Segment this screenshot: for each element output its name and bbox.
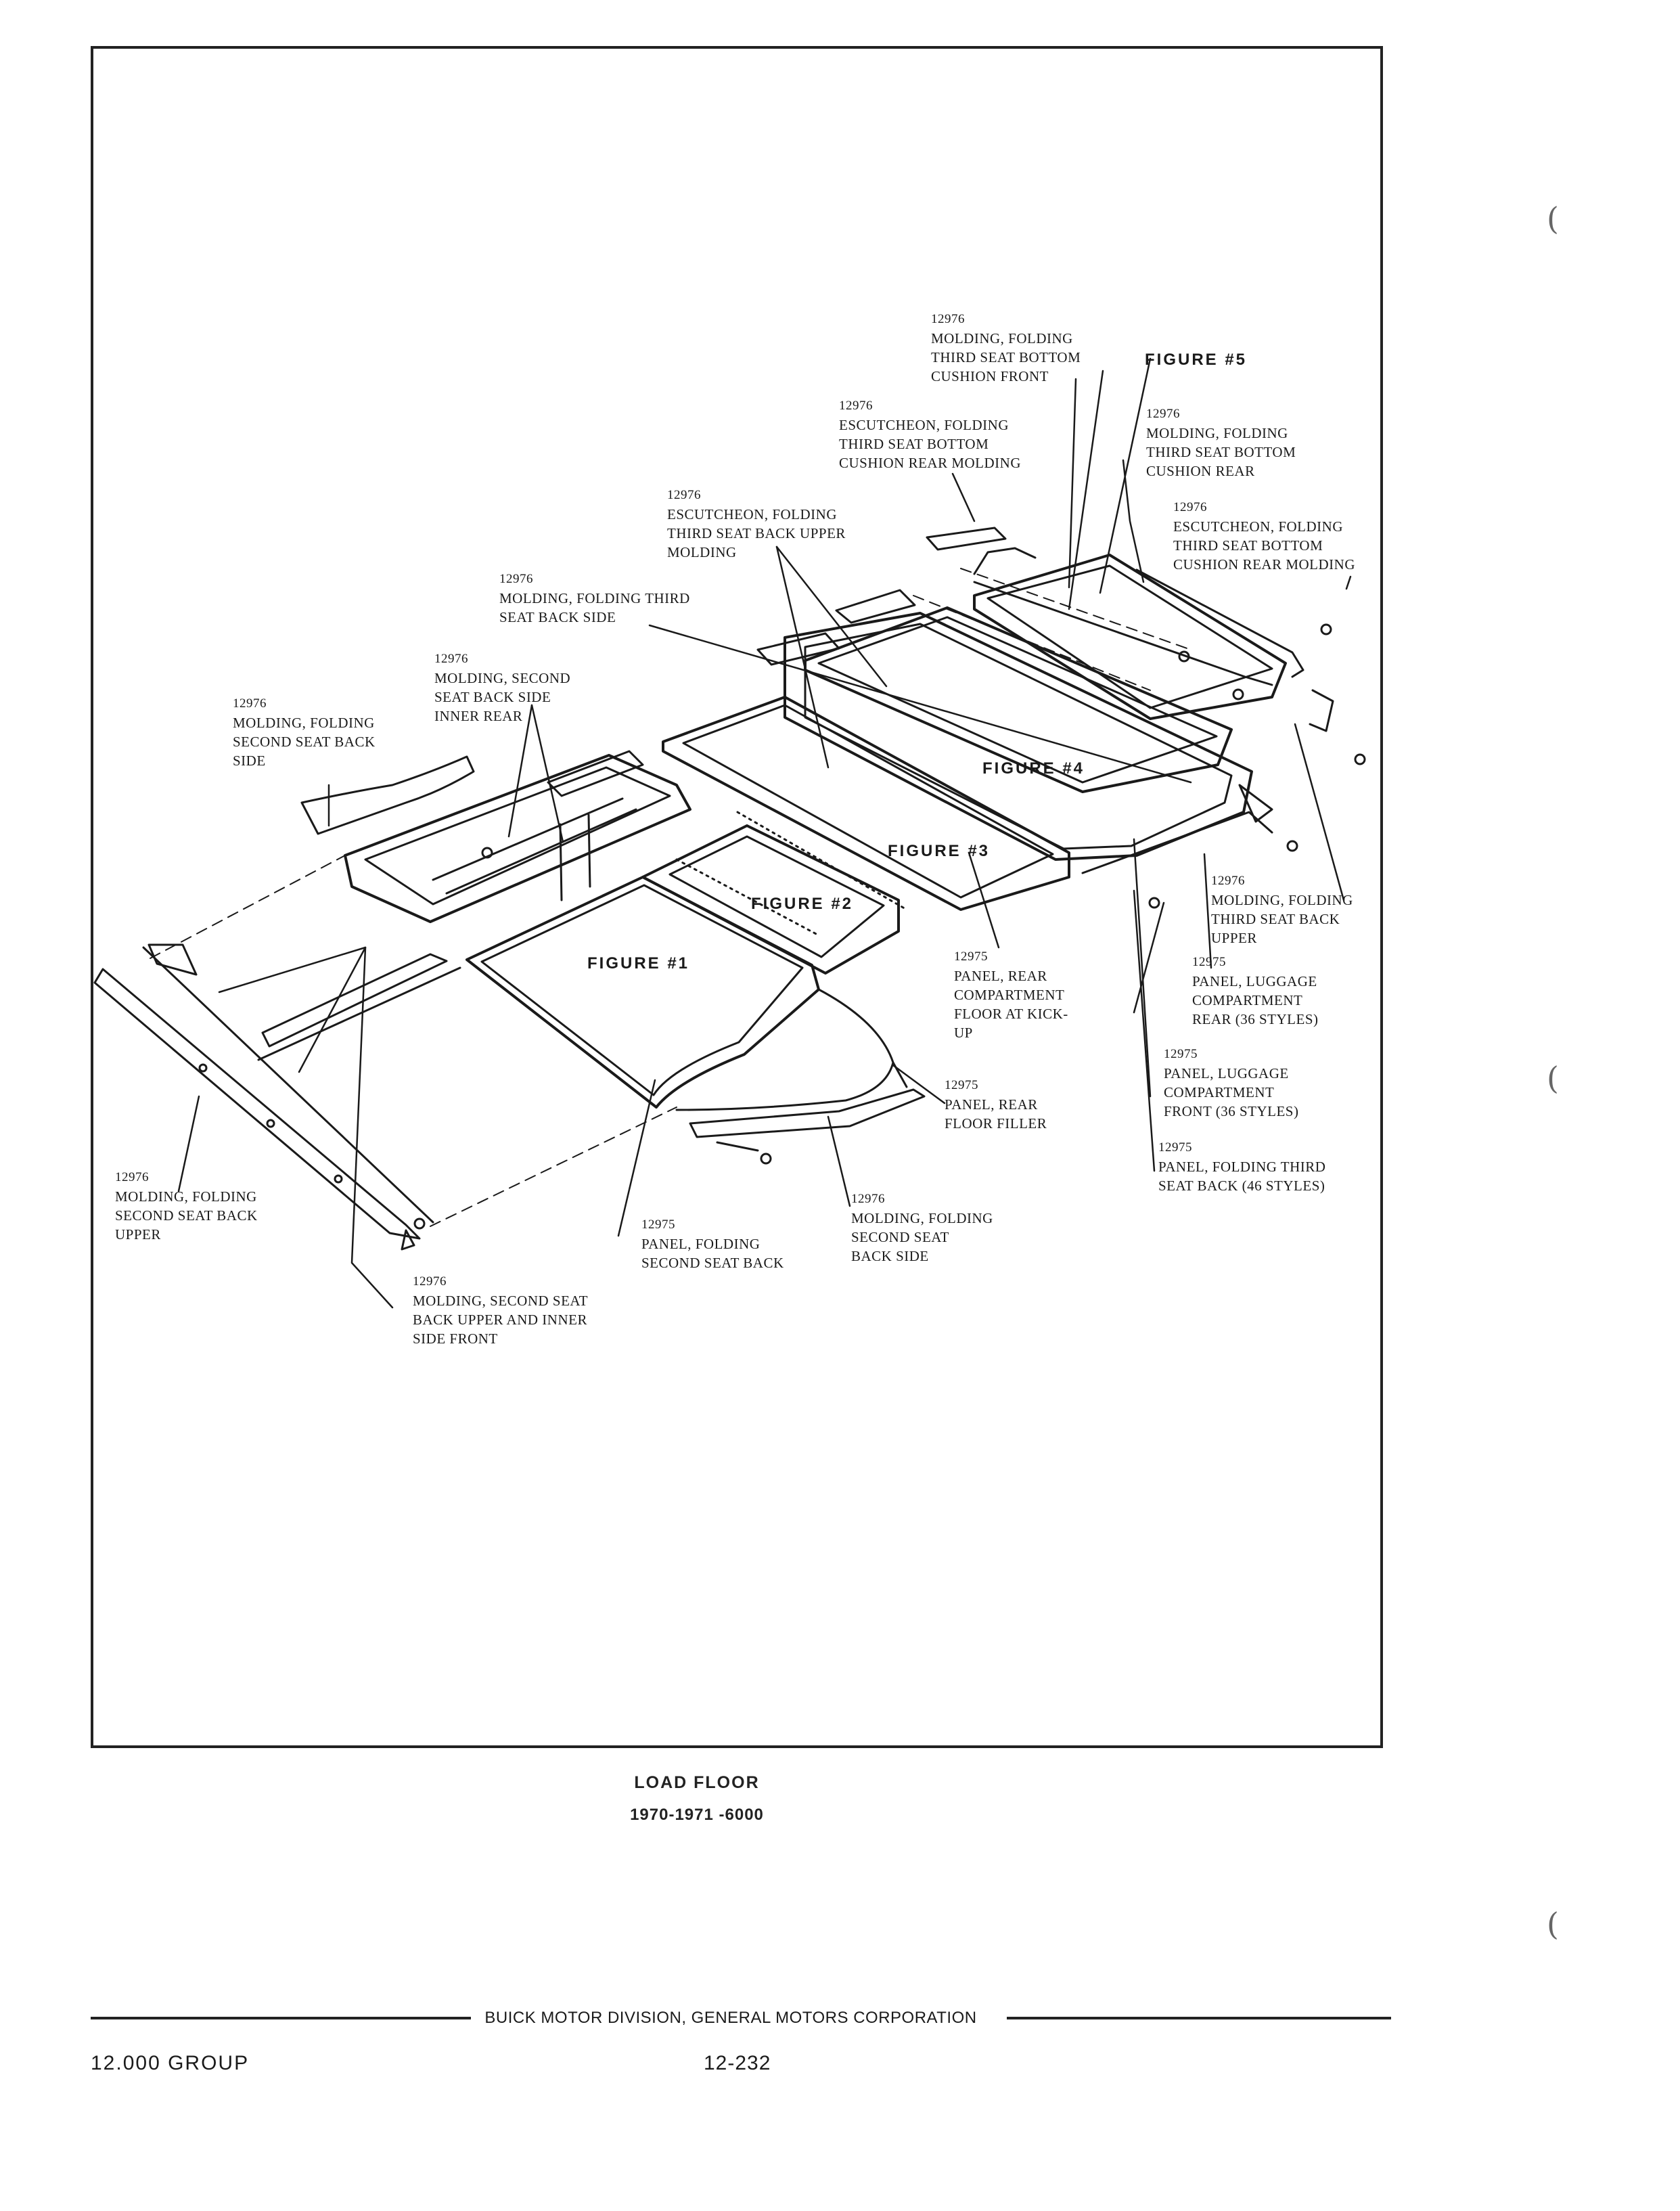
part-description: ESCUTCHEON, FOLDING THIRD SEAT BOTTOM CU… [1173, 518, 1356, 573]
footer-rule-left [91, 2017, 471, 2019]
figure-3-label: FIGURE #3 [888, 842, 991, 860]
figure-1-label: FIGURE #1 [587, 954, 690, 973]
rear-floor-filler-molding [689, 1088, 926, 1152]
part-number: 12976 [115, 1170, 149, 1184]
callout-third-seat-back-side-molding: 12976 MOLDING, FOLDING THIRD SEAT BACK S… [499, 570, 690, 627]
part-description: ESCUTCHEON, FOLDING THIRD SEAT BOTTOM CU… [839, 417, 1022, 471]
callout-second-seat-back-side-molding: 12976 MOLDING, FOLDING SECOND SEAT BACK … [233, 694, 376, 770]
part-number: 12976 [1146, 407, 1180, 421]
footer-rule-right [1007, 2017, 1391, 2019]
figure-1-panel [466, 876, 908, 1111]
part-number: 12976 [1173, 500, 1207, 514]
part-number: 12976 [434, 652, 468, 666]
publisher-line: BUICK MOTOR DIVISION, GENERAL MOTORS COR… [484, 2009, 977, 2027]
part-number: 12975 [954, 950, 988, 964]
callout-second-seat-back-side-inner-rear: 12976 MOLDING, SECOND SEAT BACK SIDE INN… [434, 650, 570, 725]
callout-third-seat-back-upper-molding: 12976 MOLDING, FOLDING THIRD SEAT BACK U… [1211, 872, 1353, 947]
part-number: 12976 [931, 312, 965, 326]
callout-second-seat-back-side-molding-lower: 12976 MOLDING, FOLDING SECOND SEAT BACK … [851, 1190, 993, 1266]
part-description: PANEL, FOLDING THIRD SEAT BACK (46 STYLE… [1158, 1159, 1326, 1194]
leader-lines [177, 357, 1352, 1309]
part-description: PANEL, LUGGAGE COMPARTMENT REAR (36 STYL… [1192, 973, 1319, 1027]
callout-third-seat-back-panel: 12975 PANEL, FOLDING THIRD SEAT BACK (46… [1158, 1138, 1325, 1195]
part-description: MOLDING, FOLDING SECOND SEAT BACK SIDE [851, 1210, 993, 1264]
callout-luggage-rear-panel: 12975 PANEL, LUGGAGE COMPARTMENT REAR (3… [1192, 953, 1319, 1029]
part-description: PANEL, FOLDING SECOND SEAT BACK [641, 1236, 784, 1271]
callout-second-seat-back-panel: 12975 PANEL, FOLDING SECOND SEAT BACK [641, 1215, 784, 1272]
part-description: MOLDING, SECOND SEAT BACK UPPER AND INNE… [413, 1293, 589, 1347]
part-description: MOLDING, FOLDING THIRD SEAT BOTTOM CUSHI… [1146, 425, 1296, 479]
callout-third-seat-cushion-rear-escutcheon: 12976 ESCUTCHEON, FOLDING THIRD SEAT BOT… [839, 397, 1021, 472]
part-number: 12976 [499, 572, 533, 586]
part-number: 12976 [851, 1192, 885, 1206]
part-number: 12975 [1158, 1140, 1192, 1155]
exploded-parts-drawing [93, 357, 1366, 1309]
callout-second-seat-back-upper-inner-front: 12976 MOLDING, SECOND SEAT BACK UPPER AN… [413, 1272, 588, 1348]
part-number: 12975 [1164, 1047, 1198, 1061]
callout-third-seat-cushion-front-molding: 12976 MOLDING, FOLDING THIRD SEAT BOTTOM… [931, 310, 1081, 386]
binder-hole-mark: ( [1547, 1060, 1559, 1096]
callout-third-seat-back-upper-escutcheon: 12976 ESCUTCHEON, FOLDING THIRD SEAT BAC… [667, 486, 846, 562]
part-description: MOLDING, FOLDING SECOND SEAT BACK UPPER [115, 1188, 258, 1243]
diagram-title: LOAD FLOOR [634, 1773, 760, 1792]
part-number: 12975 [641, 1218, 675, 1232]
figure-4-label: FIGURE #4 [982, 759, 1085, 778]
part-description: MOLDING, FOLDING SECOND SEAT BACK SIDE [233, 715, 376, 769]
part-description: PANEL, REAR COMPARTMENT FLOOR AT KICK- U… [954, 968, 1068, 1041]
diagram-subtitle: 1970-1971 -6000 [630, 1806, 764, 1824]
page-number: 12-232 [704, 2052, 771, 2074]
callout-rear-floor-filler-panel: 12975 PANEL, REAR FLOOR FILLER [945, 1076, 1047, 1133]
diagram-frame [91, 46, 1383, 1748]
assembly-dashed-lines [150, 568, 1191, 1227]
part-description: PANEL, REAR FLOOR FILLER [945, 1096, 1047, 1132]
callout-luggage-front-panel: 12975 PANEL, LUGGAGE COMPARTMENT FRONT (… [1164, 1045, 1298, 1121]
part-description: MOLDING, FOLDING THIRD SEAT BACK UPPER [1211, 892, 1353, 946]
part-number: 12976 [233, 696, 267, 711]
part-description: MOLDING, SECOND SEAT BACK SIDE INNER REA… [434, 670, 571, 724]
callout-third-seat-cushion-rear-escutcheon-right: 12976 ESCUTCHEON, FOLDING THIRD SEAT BOT… [1173, 498, 1355, 574]
group-label: 12.000 GROUP [91, 2052, 250, 2074]
part-number: 12976 [667, 488, 701, 502]
part-number: 12976 [413, 1274, 447, 1289]
second-seat-back-side-frame [300, 750, 691, 923]
callout-third-seat-cushion-rear-molding: 12976 MOLDING, FOLDING THIRD SEAT BOTTOM… [1146, 405, 1296, 481]
figure-4-panel [784, 612, 1273, 874]
figure-2-label: FIGURE #2 [751, 895, 854, 913]
part-description: MOLDING, FOLDING THIRD SEAT BOTTOM CUSHI… [931, 330, 1081, 384]
binder-hole-mark: ( [1547, 200, 1559, 237]
callout-rear-compartment-floor-panel: 12975 PANEL, REAR COMPARTMENT FLOOR AT K… [954, 947, 1068, 1042]
part-description: MOLDING, FOLDING THIRD SEAT BACK SIDE [499, 590, 690, 625]
part-number: 12975 [1192, 955, 1226, 969]
binder-hole-mark: ( [1547, 1906, 1559, 1942]
part-number: 12976 [1211, 874, 1245, 888]
part-description: ESCUTCHEON, FOLDING THIRD SEAT BACK UPPE… [667, 506, 846, 560]
part-number: 12976 [839, 399, 873, 413]
callout-second-seat-back-upper-molding: 12976 MOLDING, FOLDING SECOND SEAT BACK … [115, 1168, 258, 1244]
figure-5-label: FIGURE #5 [1145, 351, 1248, 369]
figure-2-panel [641, 824, 900, 975]
figure-5-assembly [413, 527, 1366, 1230]
part-number: 12975 [945, 1078, 978, 1092]
part-description: PANEL, LUGGAGE COMPARTMENT FRONT (36 STY… [1164, 1065, 1299, 1119]
